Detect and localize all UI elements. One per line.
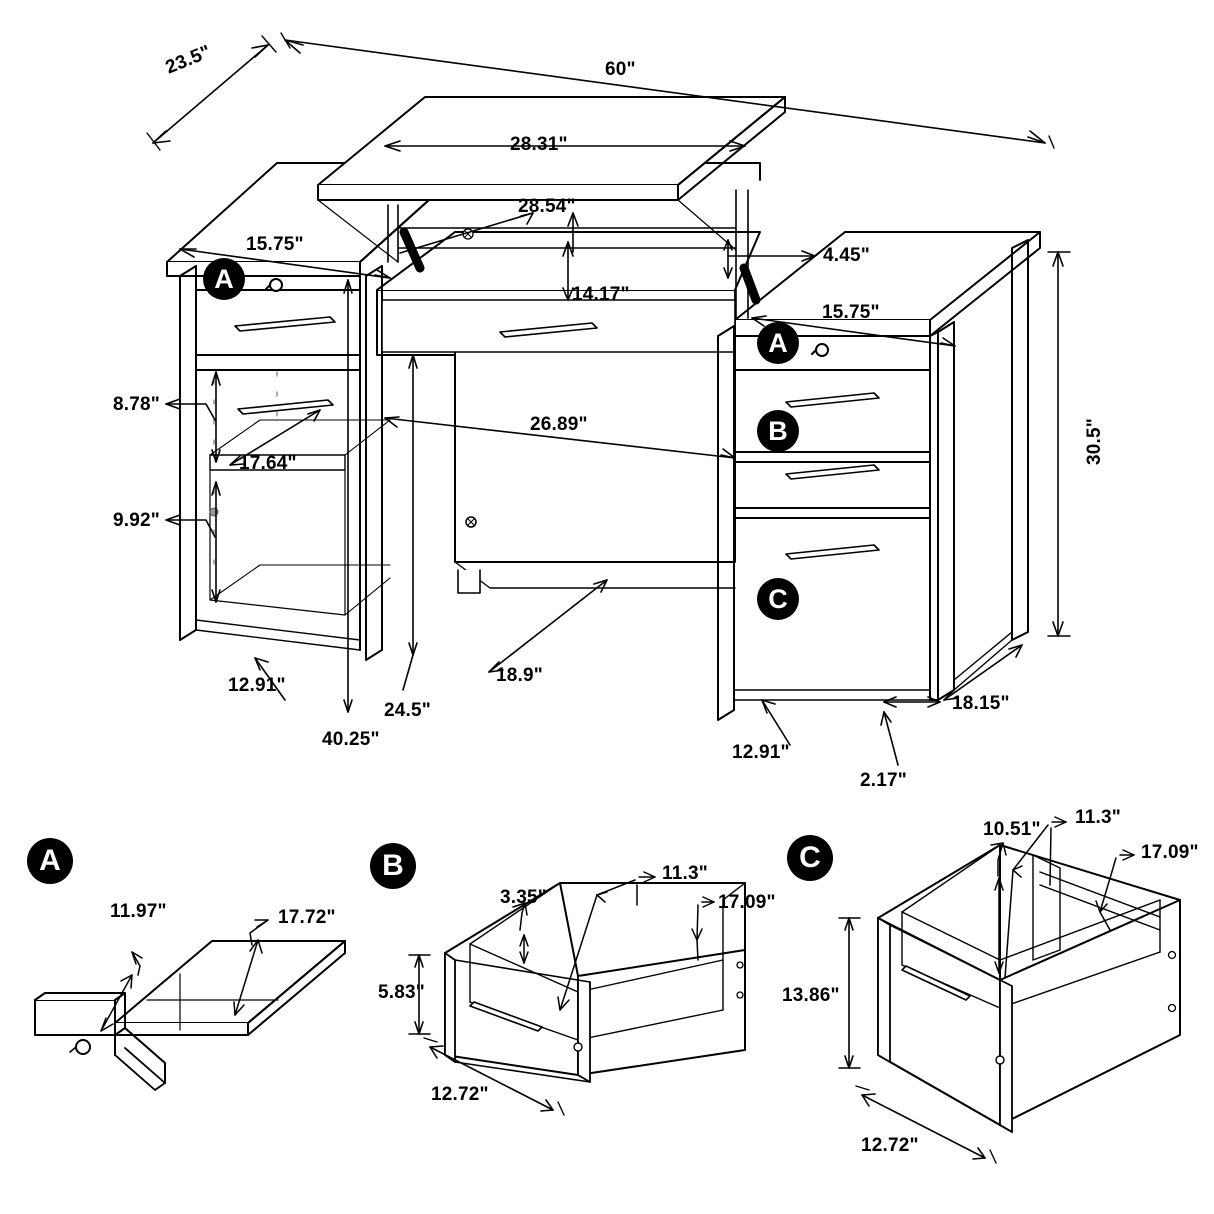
callout-balloon-b[interactable]: B	[757, 410, 799, 452]
dimension-b-front-width: 12.72"	[431, 1084, 489, 1105]
callout-balloon-a-right[interactable]: A	[757, 322, 799, 364]
detail-balloon-a[interactable]: A	[27, 838, 73, 884]
dimension-c-inner-width: 11.3"	[1075, 807, 1121, 828]
dimension-lift-inner-width: 28.54"	[518, 196, 576, 217]
dimension-toe-kick: 2.17"	[860, 770, 907, 791]
dimension-lower-shelf-height: 9.92"	[113, 510, 160, 531]
dimension-knee-depth: 18.9"	[496, 665, 543, 686]
dimension-c-front-height: 13.86"	[782, 985, 840, 1006]
dimension-c-front-width: 12.72"	[861, 1135, 919, 1156]
dimension-lift-height: 14.17"	[572, 284, 630, 305]
dimension-left-base-width: 12.91"	[228, 675, 286, 696]
dimension-b-inner-depth: 17.09"	[718, 892, 776, 913]
dimension-a-depth: 11.97"	[110, 901, 167, 922]
dimension-c-inner-depth: 17.09"	[1141, 842, 1199, 863]
dimension-leg-height: 24.5"	[384, 700, 431, 721]
dimension-b-inner-width: 11.3"	[662, 863, 708, 884]
dimension-a-width: 17.72"	[278, 907, 336, 928]
dimension-overall-width: 60"	[605, 59, 636, 80]
dimension-lift-offset: 4.45"	[823, 245, 870, 266]
dimension-inner-span: 40.25"	[322, 729, 380, 750]
dimension-left-top-depth: 15.75"	[246, 234, 304, 255]
dimension-c-side-height: 10.51"	[983, 819, 1041, 840]
detail-balloon-c[interactable]: C	[787, 835, 833, 881]
detail-balloon-b[interactable]: B	[370, 843, 416, 889]
dimension-right-base-width: 12.91"	[732, 742, 790, 763]
dimension-lift-top-width: 28.31"	[510, 134, 568, 155]
dimension-knee-width: 26.89"	[530, 414, 588, 435]
callout-balloon-c[interactable]: C	[757, 578, 799, 620]
dimension-right-top-depth: 15.75"	[822, 302, 880, 323]
callout-balloon-a-left[interactable]: A	[203, 258, 245, 300]
dimension-upper-shelf-height: 8.78"	[113, 394, 160, 415]
dimension-b-side-height: 3.35"	[500, 887, 547, 908]
dimension-right-base-depth: 18.15"	[952, 693, 1010, 714]
dimension-shelf-depth: 17.64"	[239, 453, 297, 474]
dimension-overall-height: 30.5"	[1084, 418, 1105, 465]
dimension-b-front-height: 5.83"	[378, 982, 425, 1003]
